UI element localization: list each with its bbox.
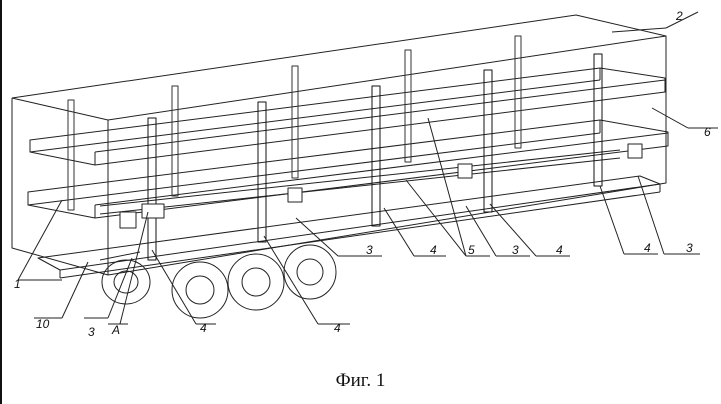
callout-1: 1 xyxy=(14,277,21,291)
callout-4-mid: 4 xyxy=(430,243,437,257)
envelope-box xyxy=(11,14,667,276)
callout-4-wheel: 4 xyxy=(200,321,207,335)
callout-3-mid: 3 xyxy=(366,243,373,257)
callout-5: 5 xyxy=(468,243,475,257)
front-stanchions xyxy=(147,53,603,261)
wheel-set xyxy=(99,244,337,319)
callout-4-far: 4 xyxy=(644,241,651,255)
left-border-line xyxy=(0,0,2,404)
clamp-blocks xyxy=(119,143,643,229)
rear-stanchions xyxy=(67,35,522,211)
callout-2: 2 xyxy=(675,9,683,23)
middle-deck xyxy=(27,119,669,219)
callout-4-lower: 4 xyxy=(334,321,341,335)
figure-caption: Фиг. 1 xyxy=(335,370,386,391)
callout-3-far: 3 xyxy=(686,241,693,255)
callout-labels: 1 2 3 3 3 3 4 4 4 4 4 5 6 10 A xyxy=(14,9,711,339)
leader-lines xyxy=(17,11,718,325)
callout-10: 10 xyxy=(36,317,50,331)
callout-3-left: 3 xyxy=(88,325,95,339)
upper-deck xyxy=(29,67,666,166)
callout-A: A xyxy=(111,323,120,337)
callout-3-right: 3 xyxy=(512,243,519,257)
callout-6: 6 xyxy=(704,125,711,139)
callout-4-right: 4 xyxy=(556,243,563,257)
